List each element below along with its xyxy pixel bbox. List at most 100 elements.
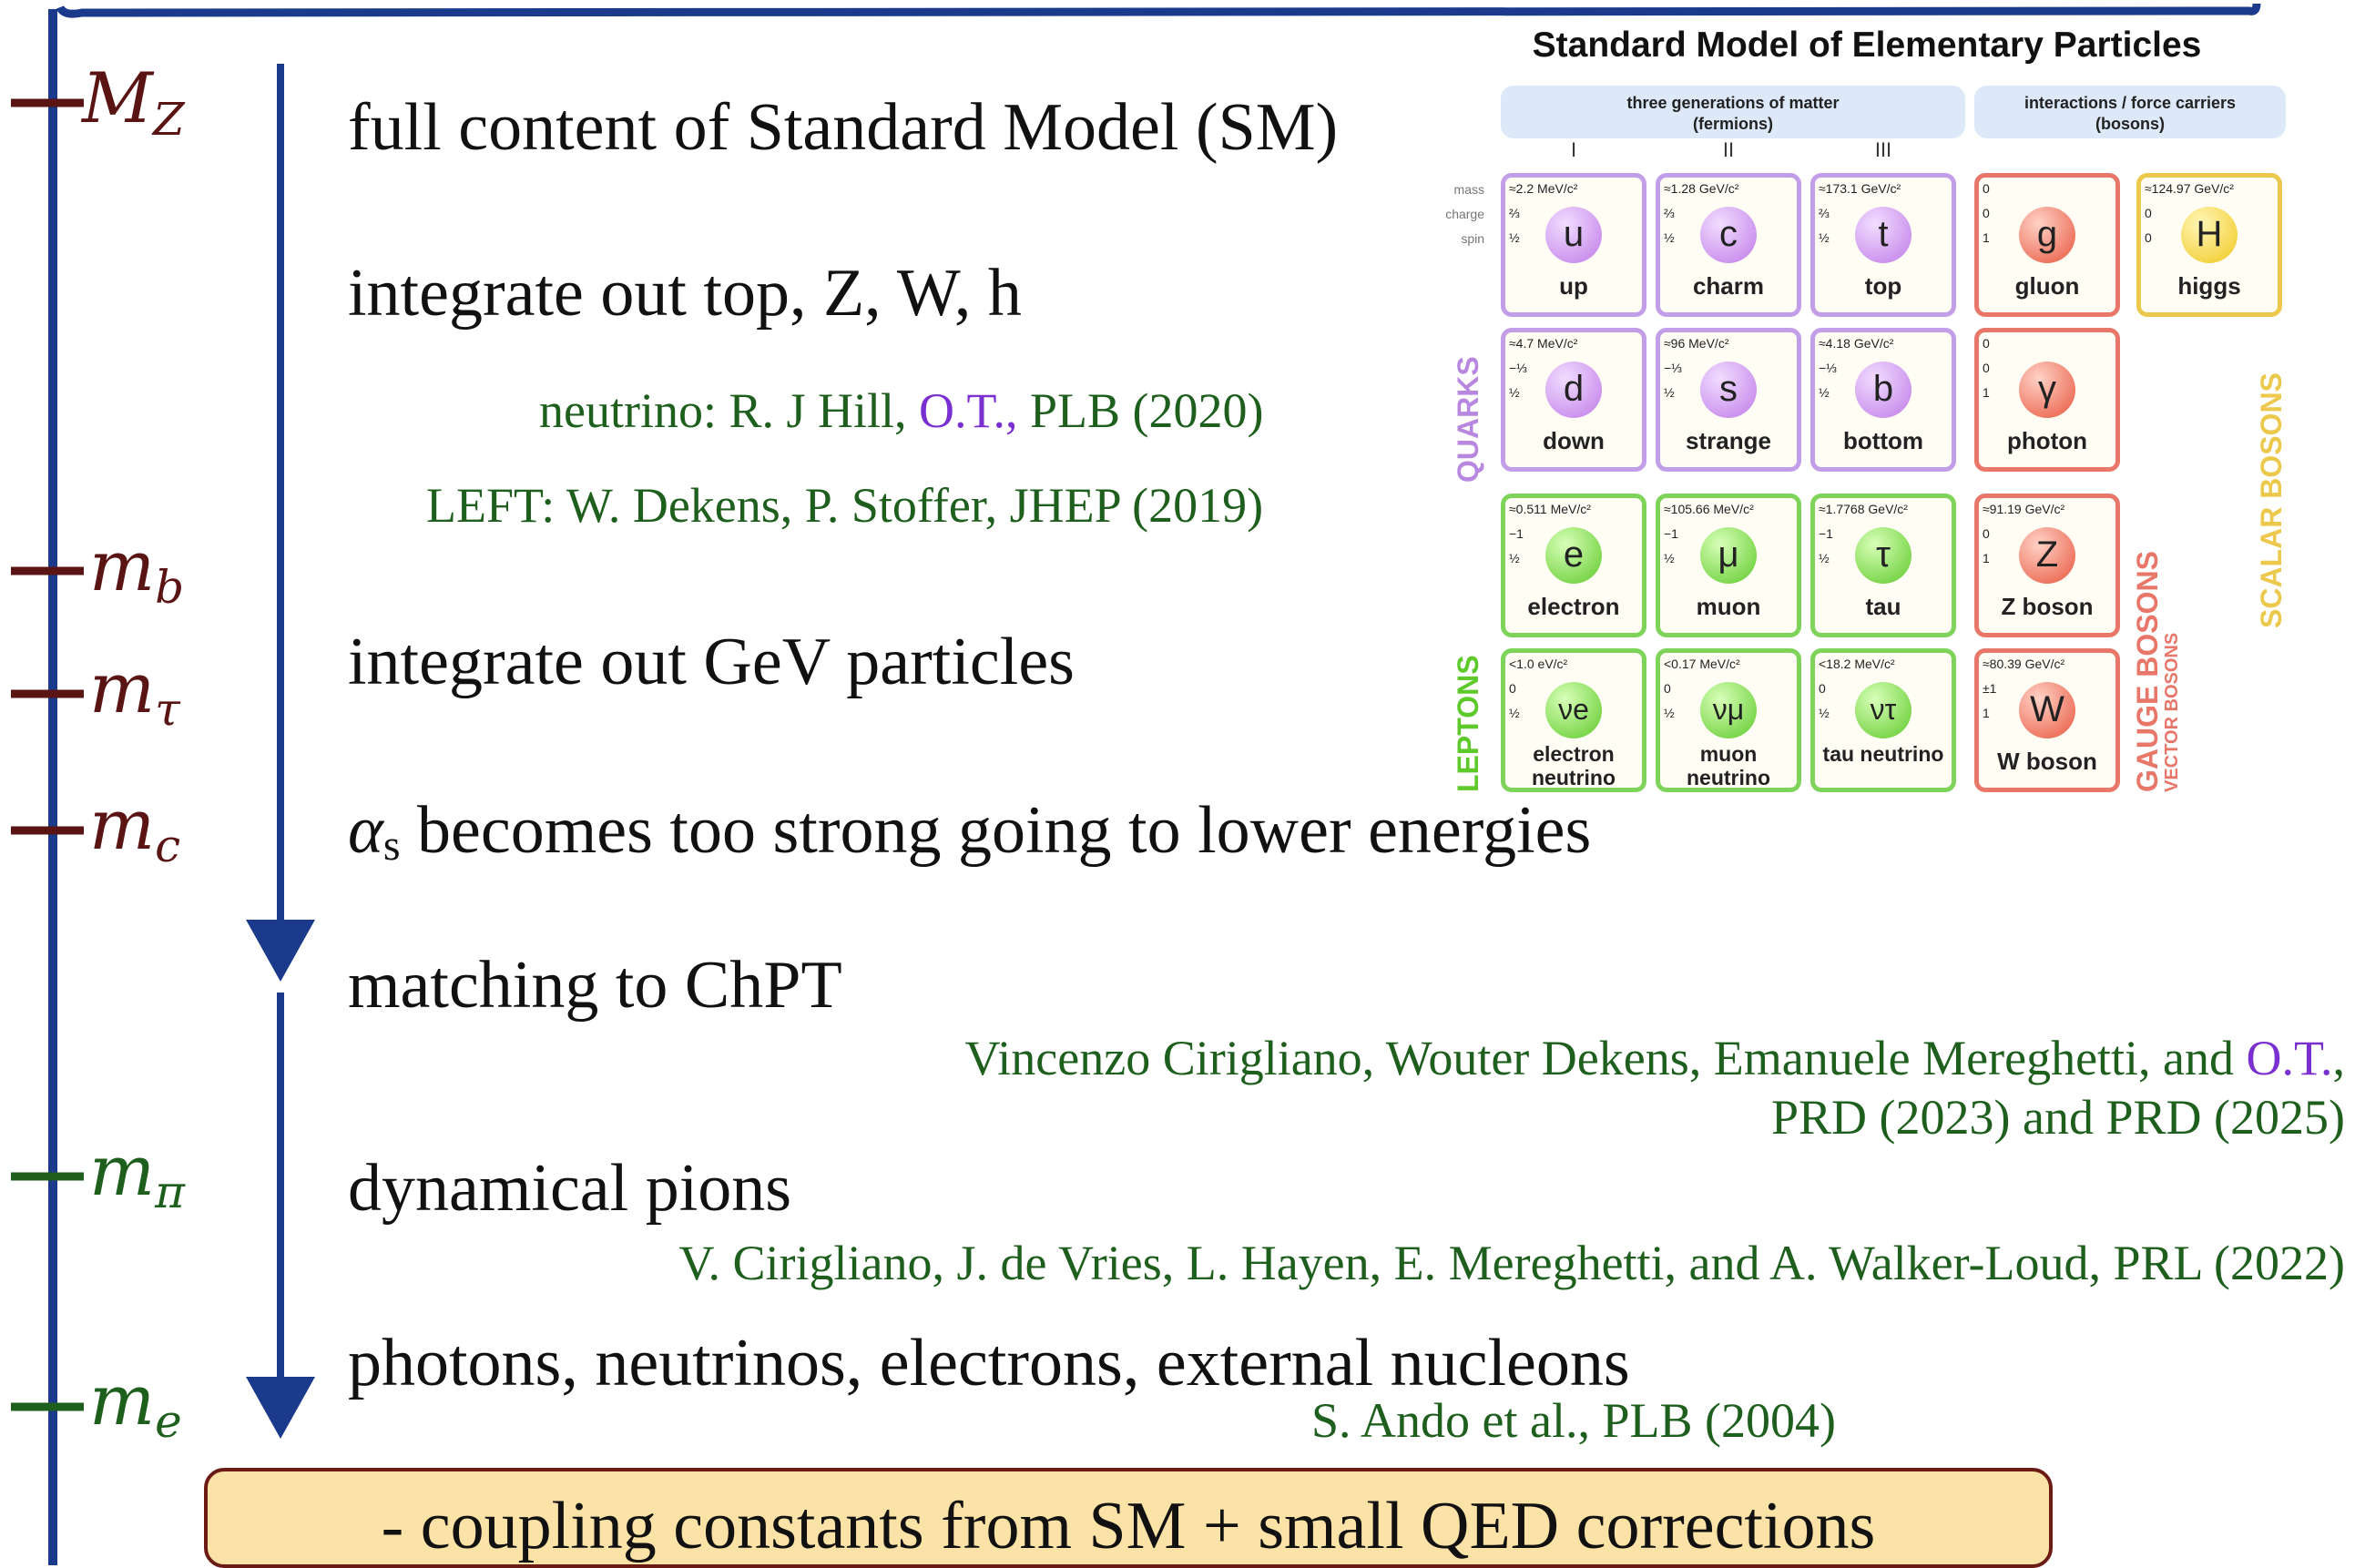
particle-symbol: W: [2019, 682, 2075, 738]
particle-charge: 0: [1509, 681, 1516, 696]
particle-symbol: μ: [1700, 527, 1757, 584]
particle-spin: 1: [1983, 230, 1990, 245]
particle-charge: 0: [1819, 681, 1826, 696]
ref-chpt-line1-post: ,: [2332, 1031, 2346, 1085]
particle-spin: ½: [1664, 385, 1675, 400]
alpha-rest: becomes too strong going to lower energi…: [400, 793, 1592, 868]
stage-integrate-gev: integrate out GeV particles: [348, 625, 1075, 699]
particle-charge: −1: [1509, 526, 1524, 541]
particle-symbol: b: [1855, 361, 1911, 418]
scale-label-mb-symbol: m: [89, 525, 156, 606]
particle-name: muon neutrino: [1687, 742, 1770, 789]
ref-neutrino-highlight: O.T.,: [919, 383, 1018, 438]
particle-cell-z-boson: ≈91.19 GeV/c² 0 1 Z Z boson: [1974, 494, 2120, 637]
particle-mass: ≈0.511 MeV/c²: [1509, 502, 1591, 516]
particle-spin: 1: [1983, 385, 1990, 400]
particle-cell-down: ≈4.7 MeV/c² −⅓ ½ d down: [1501, 328, 1646, 472]
particle-cell-charm: ≈1.28 GeV/c² ⅔ ½ c charm: [1656, 173, 1801, 317]
particle-symbol: Z: [2019, 527, 2075, 584]
sm-label-scalar-bosons: SCALAR BOSONS: [2255, 372, 2288, 628]
stage-light-particles: photons, neutrinos, electrons, external …: [348, 1326, 1630, 1400]
sm-generation-1: I: [1570, 138, 1577, 161]
sm-title: Standard Model of Elementary Particles: [1532, 25, 2202, 65]
particle-mass: ≈4.18 GeV/c²: [1819, 336, 1894, 351]
particle-mass: 0: [1983, 181, 1990, 196]
particle-name: W boson: [1997, 748, 2097, 775]
scale-label-mc-symbol: m: [89, 784, 156, 865]
particle-spin: ½: [1664, 551, 1675, 565]
particle-spin: 1: [1983, 551, 1990, 565]
particle-spin: ½: [1664, 230, 1675, 245]
particle-mass: <18.2 MeV/c²: [1819, 657, 1895, 671]
particle-name: electron neutrino: [1532, 742, 1616, 789]
particle-cell-muon: ≈105.66 MeV/c² −1 ½ μ muon: [1656, 494, 1801, 637]
flow-arrow-1-head: [246, 920, 315, 982]
particle-name: charm: [1692, 272, 1765, 300]
particle-charge: −1: [1819, 526, 1833, 541]
particle-mass: ≈124.97 GeV/c²: [2145, 181, 2234, 196]
particle-mass: ≈105.66 MeV/c²: [1664, 502, 1754, 516]
particle-spin: ½: [1664, 706, 1675, 720]
particle-charge: ⅔: [1509, 206, 1520, 220]
particle-name: muon: [1696, 593, 1761, 620]
particle-name: strange: [1686, 427, 1771, 454]
particle-mass: ≈173.1 GeV/c²: [1819, 181, 1901, 196]
particle-symbol: νe: [1545, 682, 1602, 738]
scale-label-mc-sub: c: [155, 820, 181, 872]
particle-cell-electron-neutrino: <1.0 eV/c² 0 ½ νe electron neutrino: [1501, 648, 1646, 792]
sm-header-fermions: three generations of matter (fermions): [1501, 86, 1965, 138]
particle-charge: 0: [1983, 526, 1990, 541]
ref-neutrino-post: PLB (2020): [1017, 383, 1264, 438]
particle-spin: ½: [1509, 706, 1520, 720]
sm-header-fermions-line1: three generations of matter: [1626, 94, 1840, 112]
particle-spin: ½: [1819, 385, 1830, 400]
ref-light: S. Ando et al., PLB (2004): [1311, 1393, 1836, 1448]
ref-left: LEFT: W. Dekens, P. Stoffer, JHEP (2019): [426, 478, 1264, 533]
particle-symbol: u: [1545, 207, 1602, 263]
stage-full-sm: full content of Standard Model (SM): [348, 90, 1339, 165]
top-bracket-line: [56, 3, 2261, 18]
particle-symbol: H: [2181, 207, 2238, 263]
particle-cell-photon: 0 0 1 γ photon: [1974, 328, 2120, 472]
sm-header-bosons-line2: (bosons): [2095, 115, 2165, 133]
sm-label-leptons: LEPTONS: [1452, 655, 1484, 792]
particle-name: higgs: [2177, 272, 2241, 300]
particle-spin: 1: [1983, 706, 1990, 720]
particle-charge: 0: [1664, 681, 1671, 696]
sm-generation-3: III: [1874, 138, 1892, 161]
ref-chpt-highlight: O.T.: [2246, 1031, 2333, 1085]
scale-label-mb: mb: [89, 532, 184, 611]
particle-name: tau: [1865, 593, 1901, 620]
particle-mass: ≈1.7768 GeV/c²: [1819, 502, 1908, 516]
particle-symbol: γ: [2019, 361, 2075, 418]
summary-text: - coupling constants from SM + small QED…: [381, 1489, 1876, 1563]
alpha-s-symbol: αs: [348, 793, 401, 868]
sm-header-bosons-line1: interactions / force carriers: [2024, 94, 2237, 112]
sm-header-bosons: interactions / force carriers (bosons): [1974, 86, 2286, 138]
particle-charge: ⅔: [1664, 206, 1675, 220]
sm-label-vector-bosons: VECTOR BOSONS: [2162, 632, 2182, 792]
particle-spin: 0: [2145, 230, 2152, 245]
ref-chpt-line1-pre: Vincenzo Cirigliano, Wouter Dekens, Eman…: [964, 1031, 2247, 1085]
particle-name: gluon: [2014, 272, 2080, 300]
particle-spin: ½: [1509, 551, 1520, 565]
particle-cell-tau: ≈1.7768 GeV/c² −1 ½ τ tau: [1810, 494, 1956, 637]
particle-charge: ⅔: [1819, 206, 1830, 220]
particle-mass: ≈80.39 GeV/c²: [1983, 657, 2065, 671]
summary-box: - coupling constants from SM + small QED…: [204, 1468, 2053, 1568]
scale-label-me-sub: e: [155, 1395, 182, 1448]
particle-name: bottom: [1842, 427, 1924, 454]
particle-symbol: τ: [1855, 527, 1911, 584]
particle-name: top: [1864, 272, 1902, 300]
particle-symbol: ντ: [1855, 682, 1911, 738]
scale-label-mtau: mτ: [89, 654, 180, 733]
particle-charge: 0: [1983, 361, 1990, 375]
particle-mass: <0.17 MeV/c²: [1664, 657, 1740, 671]
ref-neutrino: neutrino: R. J Hill, O.T., PLB (2020): [539, 386, 1263, 435]
particle-cell-electron: ≈0.511 MeV/c² −1 ½ e electron: [1501, 494, 1646, 637]
particle-symbol: g: [2019, 207, 2075, 263]
sm-row-label-charge: charge: [1445, 207, 1484, 221]
flow-arrow-2-head: [246, 1377, 315, 1439]
particle-name: Z boson: [2001, 593, 2094, 620]
sm-label-gauge-bosons: GAUGE BOSONS: [2131, 551, 2164, 792]
